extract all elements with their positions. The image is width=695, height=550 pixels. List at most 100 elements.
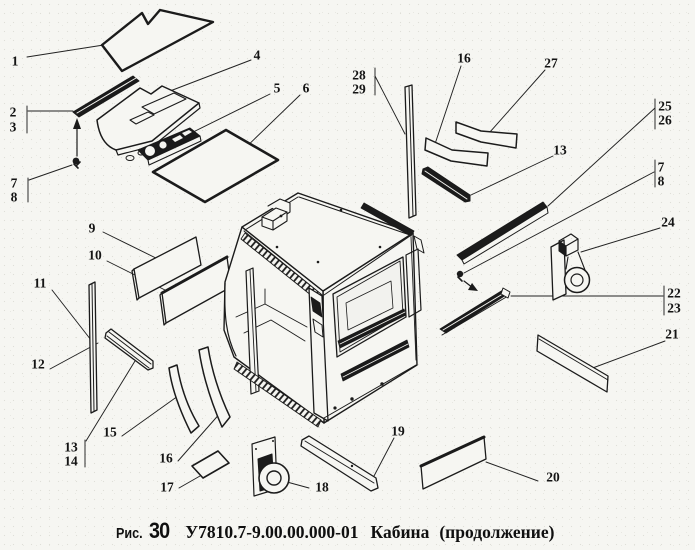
callout-15: 15 [103, 424, 117, 440]
leader-2-3 [26, 105, 74, 134]
figure-number: 30 [148, 518, 170, 543]
part-24-duct-bracket [550, 233, 591, 301]
callout-8-right: 8 [657, 173, 665, 189]
part-16-blade-upper [424, 137, 489, 167]
part-7-8-bolt-left [72, 157, 81, 169]
figure-subtitle: (продолжение) [439, 522, 555, 542]
direction-arrow-up-icon [73, 118, 81, 157]
quarter-window [405, 248, 422, 318]
front-sill-band [233, 361, 322, 428]
part-5-console-strip [125, 127, 202, 166]
part-21-strip [536, 334, 609, 393]
part-7-8-bolt-right [456, 270, 464, 282]
leader-22-23 [510, 285, 665, 316]
door-bolts [333, 382, 384, 410]
callout-18: 18 [315, 479, 329, 495]
part-13-14-channel [104, 328, 154, 371]
leader-1 [26, 43, 111, 58]
part-6-floor-mat [151, 128, 280, 204]
callout-21: 21 [665, 326, 679, 342]
callout-1: 1 [11, 53, 19, 69]
part-18-blower [251, 436, 290, 497]
front-cowl-edge [224, 282, 237, 357]
leader-16-lower [177, 410, 223, 462]
part-11-12-pillar-strip [88, 281, 98, 414]
direction-arrow-icon [463, 280, 478, 291]
part-16-blade-lower [198, 346, 231, 428]
figure-caption: Рис. 30 У7810.7-9.00.00.000-01 Кабина (п… [116, 518, 554, 546]
callout-23: 23 [667, 300, 681, 316]
leader-16-upper [433, 65, 462, 148]
front-a-pillar [245, 267, 260, 395]
part-15-blade [168, 364, 200, 434]
callout-24: 24 [661, 214, 675, 230]
callout-13-upper: 13 [553, 142, 567, 158]
part-19-strip [300, 435, 379, 492]
leader-11 [51, 289, 92, 341]
callout-22: 22 [667, 285, 681, 301]
callout-17: 17 [160, 479, 174, 495]
callout-19: 19 [391, 423, 405, 439]
callout-9: 9 [88, 220, 96, 236]
callout-20: 20 [546, 469, 560, 485]
callout-2: 2 [9, 104, 17, 120]
roof-edge-strip [360, 202, 415, 237]
leader-25-26 [547, 98, 656, 207]
leader-24 [580, 227, 661, 253]
part-9-panel [131, 236, 202, 301]
callout-6: 6 [302, 80, 310, 96]
part-1-roof-panel [100, 8, 215, 73]
callout-25: 25 [658, 98, 672, 114]
leader-13-14-lower [84, 360, 136, 468]
part-2-3-strip [72, 75, 140, 118]
callout-16-upper: 16 [457, 50, 471, 66]
callout-16-lower: 16 [159, 450, 173, 466]
callout-7-left: 7 [10, 175, 18, 191]
callout-14: 14 [64, 453, 78, 469]
leader-4 [156, 59, 252, 97]
cab-body [223, 192, 425, 428]
callout-10: 10 [88, 247, 102, 263]
callout-28: 28 [352, 67, 366, 83]
callout-11: 11 [33, 275, 47, 291]
leader-20 [485, 461, 539, 482]
leader-6 [240, 94, 301, 153]
leader-15 [121, 395, 179, 437]
callout-27: 27 [544, 55, 558, 71]
part-28-29-pillar-strip [404, 84, 417, 219]
leader-21 [589, 340, 666, 370]
leader-28-29 [374, 67, 406, 135]
door-sill-strips [337, 308, 410, 382]
callout-8-left: 8 [10, 189, 18, 205]
callout-26: 26 [658, 112, 672, 128]
figure-label: Рис. [116, 525, 143, 542]
front-b-pillar [308, 287, 329, 422]
callout-3: 3 [9, 119, 17, 135]
callout-5: 5 [273, 80, 281, 96]
roof-rivets [275, 208, 382, 264]
leader-27 [481, 69, 546, 142]
callout-13-lower: 13 [64, 439, 78, 455]
callout-29: 29 [352, 81, 366, 97]
leader-13-upper [470, 155, 554, 196]
roof-bracket [261, 198, 291, 231]
part-4-shelf-panel [96, 85, 201, 156]
part-17-plate [191, 450, 230, 479]
part-20-strip [419, 435, 487, 490]
leader-7-8-right [463, 159, 656, 274]
drawing-code: У7810.7-9.00.00.000-01 [185, 522, 359, 542]
roof-corner-strip [413, 235, 425, 254]
part-27-blade [455, 121, 518, 149]
part-10-panel [159, 255, 232, 326]
part-13-strip-upper [421, 166, 471, 203]
callout-7-right: 7 [657, 159, 665, 175]
callout-12: 12 [31, 356, 45, 372]
part-25-26-trim-strip [456, 201, 549, 265]
callout-4: 4 [253, 47, 261, 63]
figure-title: Кабина [370, 522, 430, 542]
part-22-23-channel [439, 287, 511, 336]
leader-19 [373, 437, 395, 477]
leader-7-8-left [27, 164, 73, 203]
